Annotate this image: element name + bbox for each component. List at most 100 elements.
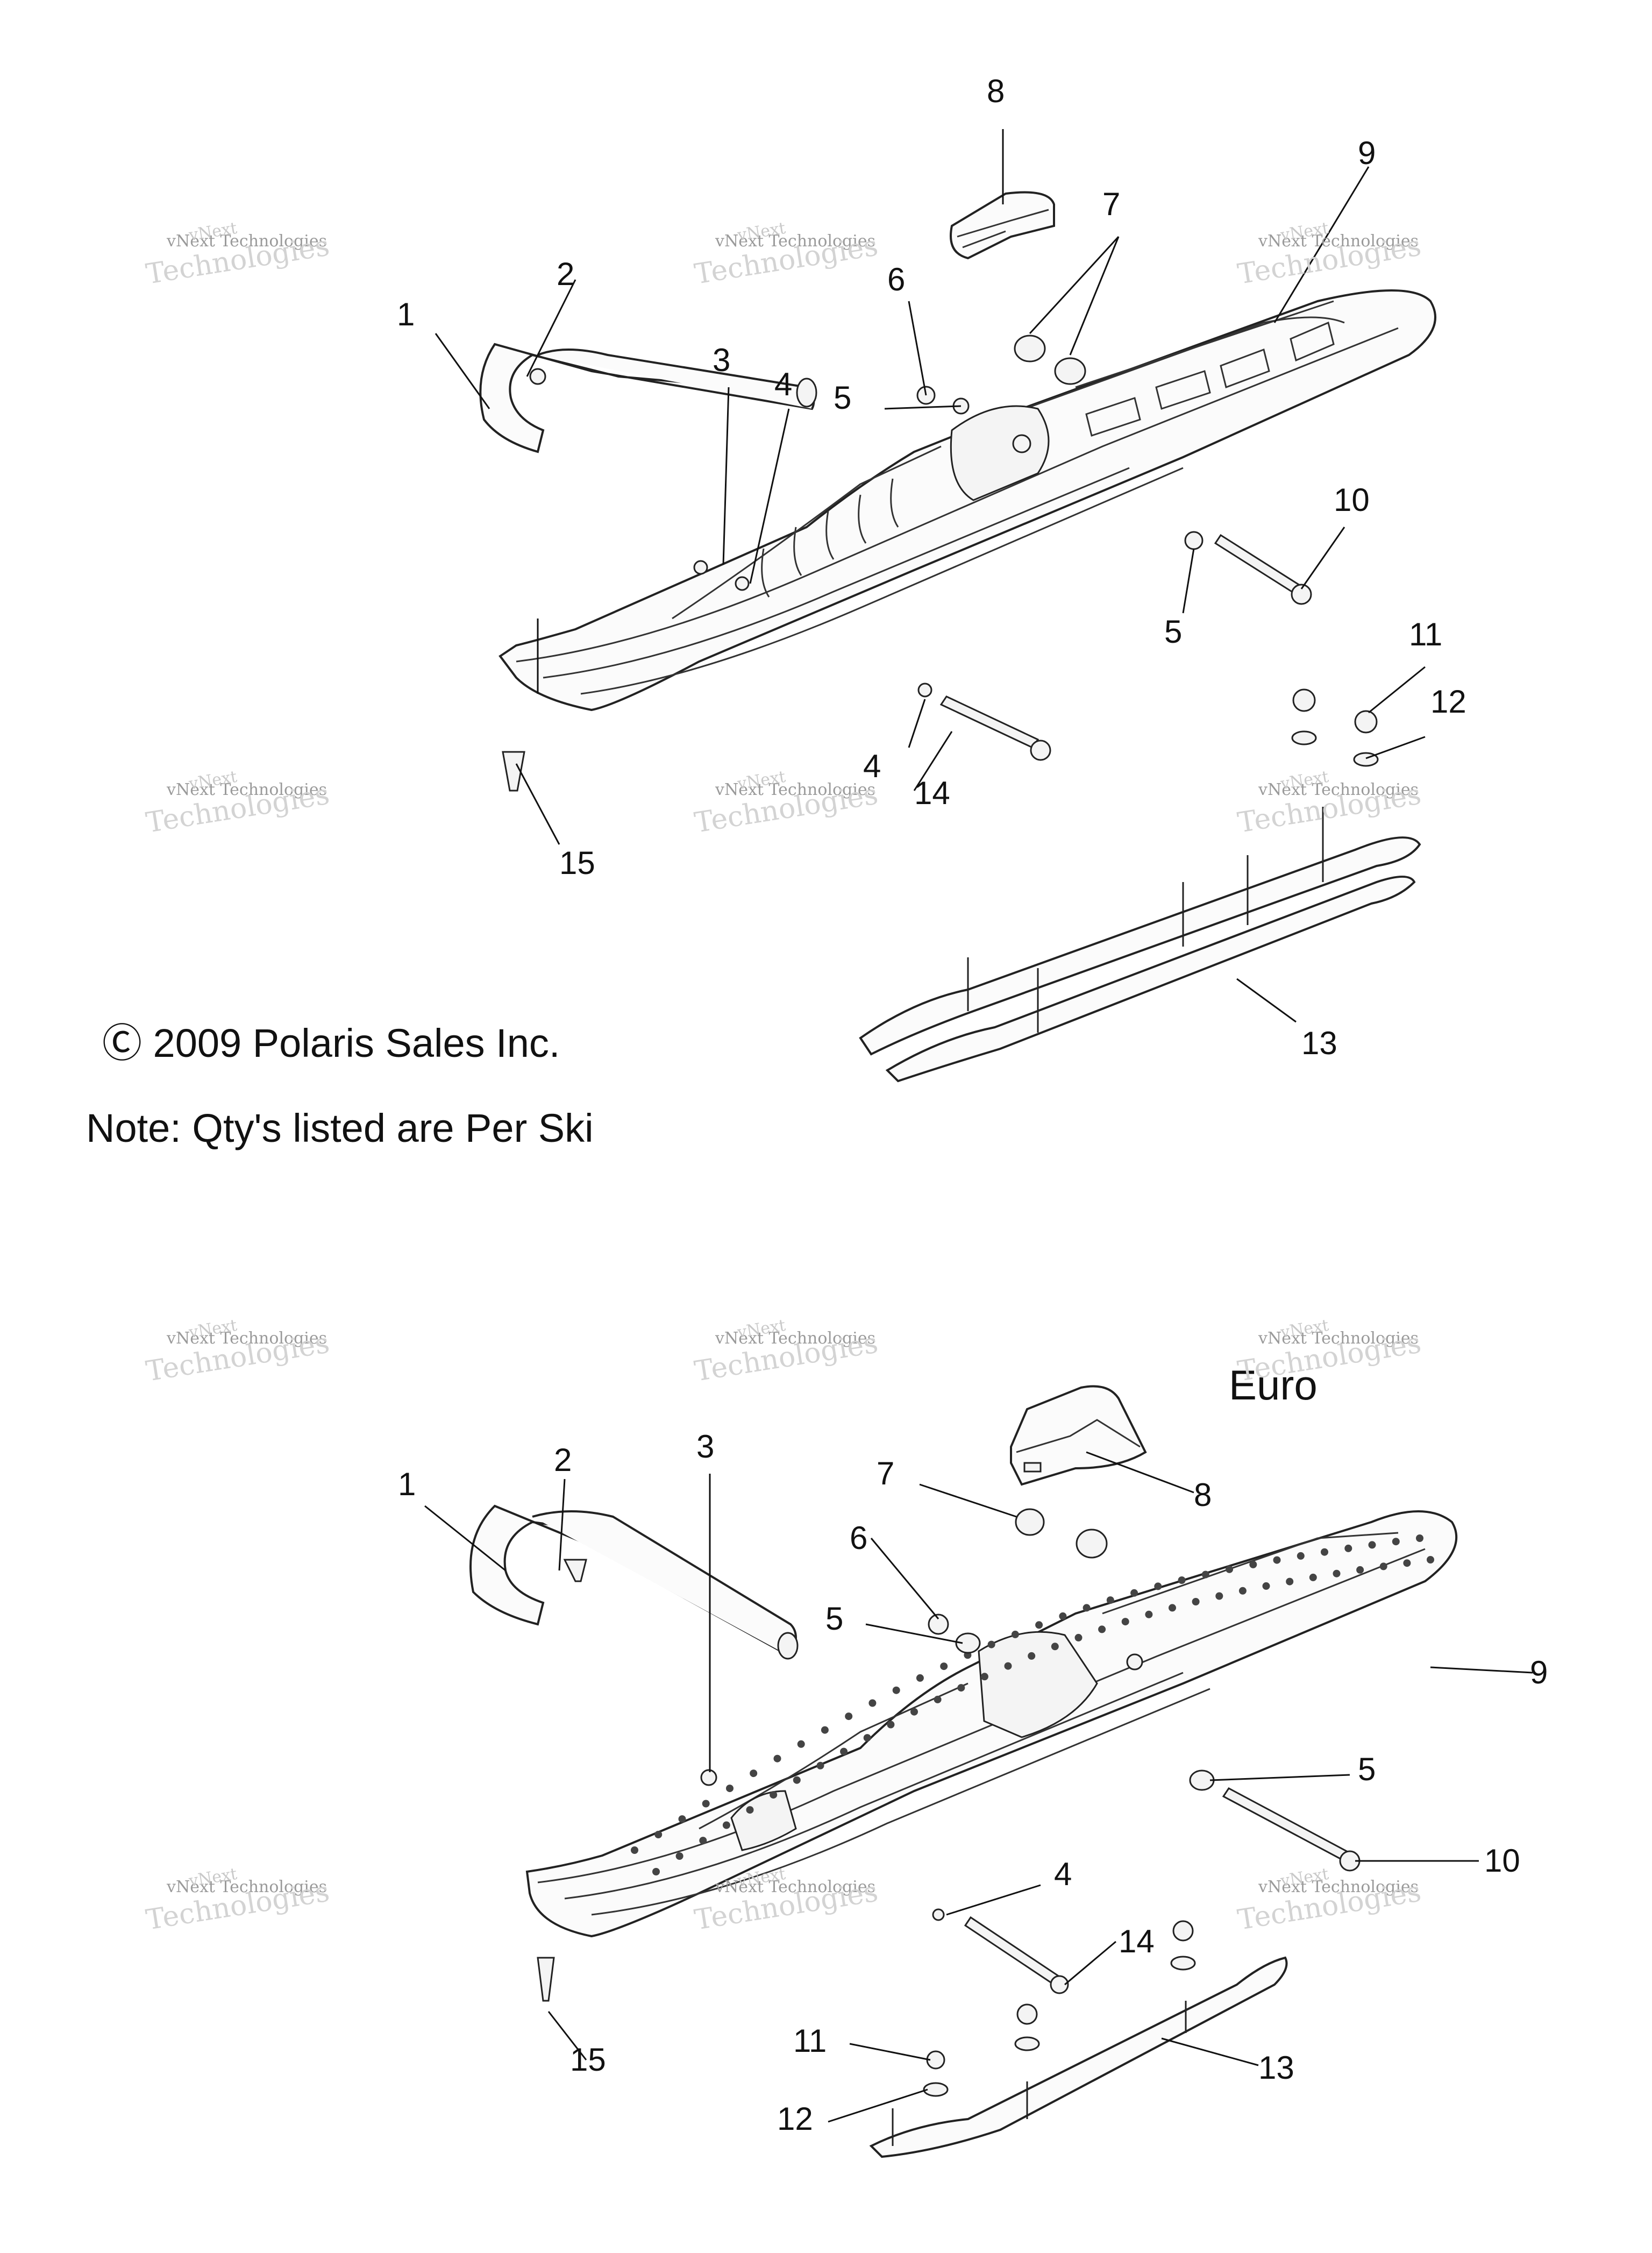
callout-top-10: 10 [1334, 482, 1370, 518]
callout-bottom-13: 13 [1258, 2050, 1294, 2086]
ski-stud [1356, 1566, 1364, 1574]
ski-stud [1028, 1652, 1036, 1660]
ski-stud [750, 1769, 758, 1778]
ski-stud [1379, 1562, 1387, 1570]
ski-stud [980, 1673, 988, 1681]
ski-stud [1309, 1573, 1317, 1581]
ski-stud [821, 1726, 829, 1734]
ski-stud [1051, 1643, 1059, 1651]
ski-body-top [499, 289, 1436, 712]
callout-bottom-15: 15 [570, 2042, 606, 2078]
ski-stud [1403, 1559, 1411, 1567]
ski-stud [1098, 1625, 1106, 1633]
ski-stud [868, 1699, 877, 1707]
callout-top-12: 12 [1430, 684, 1466, 720]
ski-stud [816, 1761, 824, 1769]
ski-stud [1083, 1604, 1091, 1612]
callout-bottom-12: 12 [777, 2101, 813, 2137]
euro-section-label: Euro [1229, 1361, 1318, 1409]
ski-stud [678, 1815, 686, 1823]
ski-stud [654, 1831, 663, 1838]
callout-bottom-2: 2 [554, 1442, 572, 1478]
ski-stud [1004, 1662, 1012, 1670]
callout-bottom-14: 14 [1119, 1923, 1155, 1959]
callout-top-6: 6 [887, 261, 905, 297]
ski-stud [1238, 1587, 1247, 1595]
ski-stud [1192, 1598, 1200, 1605]
carbide-runner-bottom [869, 1956, 1288, 2158]
callout-bottom-10: 10 [1484, 1843, 1520, 1879]
ski-stud [699, 1837, 707, 1845]
ski-stud [1392, 1538, 1400, 1546]
ski-stud [1154, 1582, 1162, 1590]
ski-stud [1106, 1596, 1114, 1604]
ski-stud [1286, 1577, 1294, 1586]
callout-bottom-3: 3 [696, 1428, 714, 1465]
ski-stud [1201, 1570, 1209, 1579]
ski-stud [1416, 1534, 1423, 1542]
ski-stud [1130, 1589, 1138, 1597]
callout-bottom-8: 8 [1194, 1477, 1212, 1513]
leader-lines-top [435, 129, 1426, 1023]
ski-stud [1178, 1576, 1186, 1584]
ski-stud [1262, 1582, 1270, 1590]
ski-stud [675, 1852, 683, 1860]
callout-top-7: 7 [1102, 186, 1120, 222]
ski-stud [1011, 1630, 1019, 1638]
ski-stud [987, 1640, 995, 1648]
callout-bottom-6: 6 [850, 1520, 867, 1556]
ski-stud [1249, 1560, 1257, 1568]
callout-top-5b: 5 [1164, 614, 1182, 650]
callout-bottom-11: 11 [793, 2023, 827, 2059]
ski-stud [1368, 1541, 1376, 1549]
ski-stud [1169, 1604, 1176, 1612]
ski-stud [916, 1674, 924, 1682]
callout-top-8: 8 [987, 73, 1005, 109]
ski-stud [1226, 1565, 1234, 1573]
top-assembly [435, 129, 1436, 1083]
ski-stud [770, 1791, 778, 1799]
ski-stud [631, 1846, 638, 1854]
leader-lines-bottom [424, 1451, 1533, 2123]
ski-stud [726, 1785, 734, 1793]
callout-bottom-4: 4 [1054, 1856, 1072, 1892]
callout-top-3: 3 [713, 342, 730, 378]
ski-stud [1427, 1556, 1434, 1563]
ski-body-bottom [525, 1510, 1458, 1938]
ski-stud [1145, 1610, 1153, 1618]
callout-labels: 1 2 3 4 5 6 7 8 9 10 5 11 12 4 14 15 13 … [397, 73, 1548, 2137]
callout-top-2: 2 [557, 256, 574, 292]
ski-stud [793, 1776, 801, 1784]
ski-stud [845, 1712, 853, 1721]
ski-pad-top [950, 191, 1055, 260]
ski-stud [1344, 1544, 1352, 1552]
ski-stud [1297, 1552, 1305, 1560]
callout-top-5a: 5 [834, 380, 851, 416]
ski-stud [887, 1721, 895, 1729]
ski-stud [652, 1868, 660, 1875]
hardware-bottom [537, 1508, 1361, 2097]
ski-stud [840, 1747, 848, 1756]
ski-stud [702, 1800, 710, 1808]
bottom-assembly [424, 1385, 1533, 2158]
callout-top-13: 13 [1301, 1025, 1337, 1061]
ski-stud [892, 1686, 900, 1694]
callout-bottom-5a: 5 [825, 1601, 843, 1637]
ski-stud [746, 1806, 754, 1814]
ski-loop-bottom [469, 1504, 799, 1660]
ski-stud [957, 1684, 965, 1692]
callout-top-4b: 4 [863, 748, 881, 784]
copyright-text: Ⓒ 2009 Polaris Sales Inc. [102, 1021, 560, 1065]
carbide-runner-top [859, 807, 1421, 1083]
ski-studs [631, 1534, 1434, 1875]
callout-top-4a: 4 [774, 366, 792, 402]
ski-stud [797, 1740, 805, 1748]
ski-stud [722, 1821, 730, 1829]
ski-stud [1121, 1618, 1129, 1626]
ski-stud [1273, 1556, 1281, 1564]
ski-stud [910, 1708, 918, 1716]
callout-top-1: 1 [397, 296, 415, 332]
ski-stud [863, 1734, 871, 1742]
ski-stud [1333, 1569, 1341, 1577]
